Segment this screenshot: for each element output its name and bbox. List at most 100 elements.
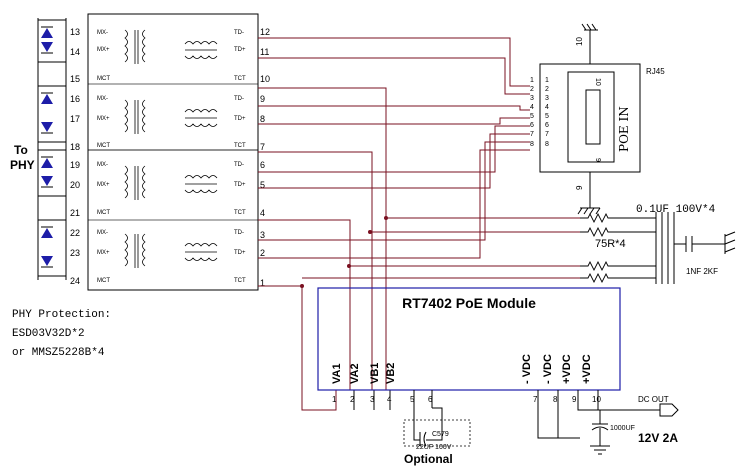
to-phy-label-2: PHY <box>10 158 35 172</box>
mod-pin-5: 5 <box>410 395 415 404</box>
capacitor-icon <box>655 212 725 284</box>
tx-pin-12: 12 <box>260 27 270 37</box>
optional-capacitor: C579 22UF 100V Optional <box>403 390 471 466</box>
label-mx-plus-4: MX+ <box>97 250 110 256</box>
pin-name-vdc-neg-2: - VDC <box>542 354 554 384</box>
pin-13: 13 <box>70 27 80 37</box>
junction-dot <box>384 216 388 220</box>
signal-wiring <box>258 37 580 411</box>
pin-19: 19 <box>70 160 80 170</box>
ground-icon <box>581 23 598 31</box>
label-tct-4: TCT <box>234 278 246 284</box>
label-mx-plus-1: MX+ <box>97 47 110 53</box>
pin-20: 20 <box>70 180 80 190</box>
resistor-label: 75R*4 <box>595 238 626 250</box>
to-phy-label-1: To <box>14 143 28 157</box>
transformer-right-pins: 12 11 10 9 8 7 6 5 4 3 2 1 <box>260 27 270 288</box>
rj-outer-2: 2 <box>530 86 534 93</box>
shell-pin-10: 10 <box>575 37 584 46</box>
tx-pin-9: 9 <box>260 94 265 104</box>
label-td-plus-3: TD+ <box>234 182 246 188</box>
resistor-icon <box>580 212 656 284</box>
label-mct-3: MCT <box>97 210 110 216</box>
dc-out-port-icon <box>659 403 679 417</box>
label-mct-1: MCT <box>97 76 110 82</box>
label-mx-minus-4: MX- <box>97 230 108 236</box>
pin-18: 18 <box>70 142 80 152</box>
output-cap-label: 1000UF <box>610 425 635 432</box>
rj45-label: RJ45 <box>646 67 665 76</box>
diode-pair-2 <box>38 85 66 143</box>
junction-dot <box>347 264 351 268</box>
cap-ref-label: C579 <box>432 431 449 438</box>
rj-outer-4: 4 <box>530 104 534 111</box>
rj-inner-3: 3 <box>545 95 549 102</box>
pin-15: 15 <box>70 74 80 84</box>
tx-pin-2: 2 <box>260 248 265 258</box>
rj-outer-6: 6 <box>530 122 534 129</box>
tx-pin-11: 11 <box>260 47 269 57</box>
cap-value-label: 22UF 100V <box>416 444 452 451</box>
rj-outer-5: 5 <box>530 113 534 120</box>
transformer-coils <box>124 29 218 268</box>
diode-pair-4 <box>38 219 66 277</box>
mod-pin-9: 9 <box>572 395 577 404</box>
pin-21: 21 <box>70 208 80 218</box>
mod-pin-3: 3 <box>370 395 375 404</box>
pin-name-va1: VA1 <box>331 363 343 384</box>
label-td-minus-3: TD- <box>234 162 244 168</box>
left-pin-numbers: 13 14 15 16 17 18 19 20 21 22 23 24 <box>70 27 80 286</box>
diode-pair-1 <box>38 19 66 63</box>
output-rating-label: 12V 2A <box>638 431 678 445</box>
label-td-plus-1: TD+ <box>234 47 246 53</box>
mod-pin-8: 8 <box>553 395 558 404</box>
pin-23: 23 <box>70 248 80 258</box>
rj-outer-8: 8 <box>530 141 534 148</box>
hv-cap-label: 1NF 2KF <box>686 267 718 276</box>
label-td-minus-1: TD- <box>234 30 244 36</box>
optional-label: Optional <box>404 452 453 466</box>
pin-name-vb2: VB2 <box>385 363 397 384</box>
pin-name-vdc-neg-1: - VDC <box>521 354 533 384</box>
label-tct-2: TCT <box>234 143 246 149</box>
pin-22: 22 <box>70 228 80 238</box>
transformer-left-labels: MX- MX+ MCT MX- MX+ MCT MX- MX+ MCT MX- … <box>97 30 110 284</box>
protection-line-1: ESD03V32D*2 <box>12 328 85 340</box>
rj-inner-9: 9 <box>594 158 601 162</box>
rj-outer-3: 3 <box>530 95 534 102</box>
diode-pair-3 <box>38 149 66 197</box>
label-td-plus-2: TD+ <box>234 116 246 122</box>
protection-title: PHY Protection: <box>12 309 111 321</box>
rj-inner-5: 5 <box>545 113 549 120</box>
label-mx-minus-1: MX- <box>97 30 108 36</box>
ground-icon <box>724 231 736 254</box>
tx-pin-10: 10 <box>260 74 270 84</box>
label-td-plus-4: TD+ <box>234 250 246 256</box>
rj-inner-2: 2 <box>545 86 549 93</box>
module-pin-names: VA1 VA2 VB1 VB2 - VDC - VDC +VDC +VDC <box>331 354 593 384</box>
bob-smith-termination: 0.1UF 100V*4 75R*4 1NF 2KF <box>580 204 736 284</box>
mod-pin-10: 10 <box>592 395 601 404</box>
label-mx-minus-2: MX- <box>97 96 108 102</box>
tx-pin-8: 8 <box>260 114 265 124</box>
rj-outer-7: 7 <box>530 131 534 138</box>
junction-dot <box>300 284 304 288</box>
phy-protection-diodes <box>37 18 67 280</box>
tx-pin-3: 3 <box>260 230 265 240</box>
shell-pin-9: 9 <box>575 185 584 190</box>
rj-inner-1: 1 <box>545 77 549 84</box>
rj-inner-4: 4 <box>545 104 549 111</box>
tx-pin-6: 6 <box>260 160 265 170</box>
rj-inner-10: 10 <box>594 78 601 86</box>
tx-pin-4: 4 <box>260 208 265 218</box>
poe-in-label: POE IN <box>617 106 631 152</box>
pin-14: 14 <box>70 47 80 57</box>
pin-24: 24 <box>70 276 80 286</box>
dc-out-label: DC OUT <box>638 395 669 404</box>
label-mct-2: MCT <box>97 143 110 149</box>
ground-icon <box>577 207 601 215</box>
protection-line-2: or MMSZ5228B*4 <box>12 347 105 359</box>
pin-name-va2: VA2 <box>349 363 361 384</box>
pin-name-vdc-pos-2: +VDC <box>581 354 593 384</box>
